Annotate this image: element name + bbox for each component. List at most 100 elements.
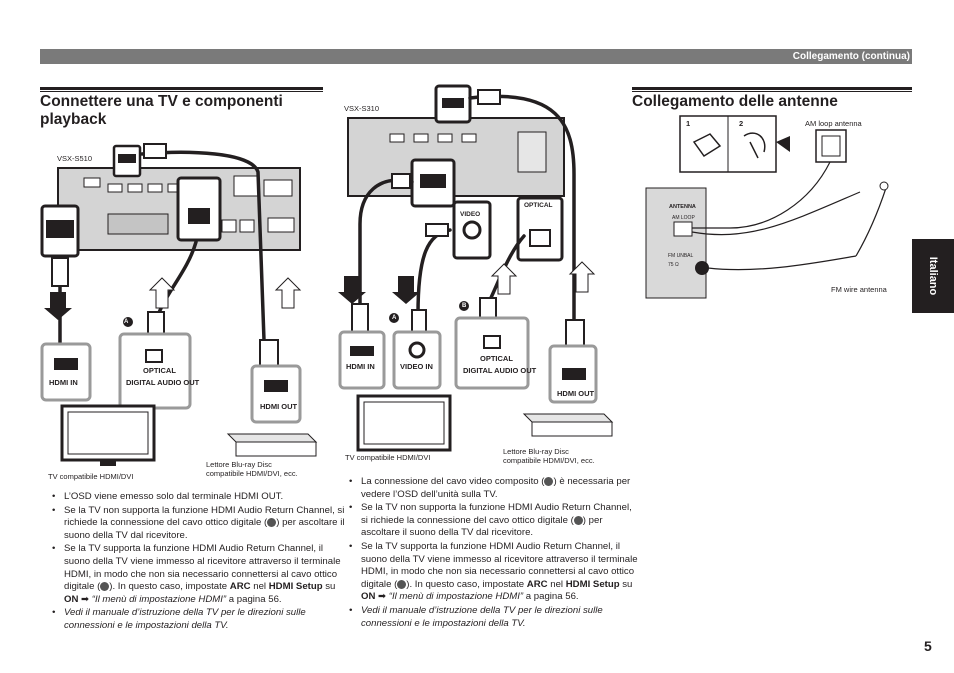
section-title-antenna: Collegamento delle antenne: [632, 93, 838, 110]
title-rule: [40, 87, 323, 90]
hdmi-jack-icon: [350, 346, 374, 356]
hdmi-out-jack-box: [250, 364, 302, 424]
note-text: La connessione del cavo video composito …: [361, 476, 545, 487]
hdmi-jack-icon: [54, 358, 78, 370]
caption-bd-line2: compatibile HDMI/DVI, ecc.: [503, 456, 595, 465]
note-text: nel: [250, 581, 269, 593]
note-text: Se la TV non supporta la funzione HDMI A…: [361, 502, 632, 526]
note-item: Se la TV supporta la funzione HDMI Audio…: [349, 540, 641, 604]
fm-terminal: [695, 261, 709, 275]
caption-tv: TV compatibile HDMI/DVI: [345, 453, 431, 462]
fm-wire-antenna-label: FM wire antenna: [831, 285, 887, 294]
optical-jack-icon: [483, 335, 501, 349]
hdmi-jack-icon: [562, 368, 586, 380]
note-text: Se la TV supporta la funzione HDMI Audio…: [361, 540, 638, 590]
hdmi-out-port-callout: [40, 204, 80, 258]
arrow-up-icon: [274, 277, 302, 309]
note-text: ) per ascoltare il suono della TV dal ri…: [64, 517, 345, 541]
optical-port-callout: [176, 176, 222, 242]
language-tab: Italiano: [912, 239, 954, 313]
hdmi-setup-setting: HDMI Setup: [565, 578, 620, 590]
caption-bd-line1: Lettore Blu-ray Disc: [503, 447, 569, 456]
arrow-up-icon: [568, 261, 596, 293]
marker-b-label: B: [462, 303, 467, 309]
section-title-tv-line1: Connettere una TV e componenti: [40, 93, 283, 110]
note-text: nel: [547, 578, 566, 590]
antenna-wires: [691, 161, 887, 271]
bluray-player-illustration: [522, 413, 614, 437]
am-antenna-assembly-icon: [692, 132, 766, 159]
video-in-label: VIDEO IN: [400, 362, 433, 371]
note-item: Se la TV supporta la funzione HDMI Audio…: [52, 543, 349, 606]
marker-a-label: A: [124, 319, 129, 325]
notes-left: L’OSD viene emesso solo dal terminale HD…: [46, 491, 349, 634]
header-bar: [40, 49, 912, 64]
am-loop-terminal: [673, 221, 693, 237]
hdmi-in-port-callout: [434, 84, 472, 124]
section-title-tv: Connettere una TV e componenti playback: [40, 93, 330, 129]
hdmi-jack-icon: [264, 380, 288, 392]
hdmi-menu-reference: “Il menù di impostazione HDMI”: [388, 591, 524, 603]
am-loop-antenna-icon: [815, 129, 847, 163]
hdmi-in-jack-box: [338, 330, 386, 390]
hdmi-plug: [51, 143, 279, 367]
marker-b-icon: [397, 579, 407, 589]
arc-setting: ARC: [229, 581, 251, 593]
note-item: La connessione del cavo video composito …: [349, 476, 641, 501]
panel-video-label: VIDEO: [460, 211, 481, 218]
optical-jack-box: [454, 316, 530, 390]
caption-bd: Lettore Blu-ray Disc compatibile HDMI/DV…: [206, 460, 298, 478]
step-1: 1: [686, 119, 691, 128]
caption-bd-line1: Lettore Blu-ray Disc: [206, 460, 272, 469]
hdmi-menu-reference: “Il menù di impostazione HDMI”: [91, 593, 227, 605]
model-label-s510: VSX-S510: [57, 154, 93, 163]
marker-a-icon: [100, 582, 110, 592]
note-text: ). In questo caso, impostate: [406, 578, 527, 590]
tv-illustration: [356, 394, 452, 452]
optical-label: OPTICAL: [143, 366, 176, 375]
note-text: su: [619, 578, 633, 590]
tv-illustration: [60, 404, 156, 466]
caption-bd: Lettore Blu-ray Disc compatibile HDMI/DV…: [503, 447, 595, 465]
note-text: Se la TV non supporta la funzione HDMI A…: [64, 504, 345, 529]
on-setting: ON: [64, 593, 79, 605]
note-text: Vedi il manuale d’istruzione della TV pe…: [64, 607, 306, 631]
model-label-s310: VSX-S310: [344, 104, 380, 113]
on-setting: ON: [361, 591, 376, 603]
marker-a: [123, 317, 133, 327]
marker-b: [459, 301, 469, 311]
panel-am-loop-label: AM LOOP: [672, 215, 695, 221]
caption-tv: TV compatibile HDMI/DVI: [48, 472, 134, 481]
hdmi-in-jack-box: [40, 342, 92, 402]
antenna-terminal-panel: [645, 187, 707, 299]
optical-label: OPTICAL: [480, 354, 513, 363]
marker-b-icon: [573, 515, 583, 525]
page-reference: a pagina 56.: [523, 591, 579, 603]
note-text: L’OSD viene emesso solo dal terminale HD…: [64, 491, 284, 502]
page-number: 5: [924, 638, 932, 654]
arc-setting: ARC: [526, 578, 548, 590]
language-label: Italiano: [927, 256, 939, 296]
section-title-tv-line2: playback: [40, 111, 107, 128]
marker-a: [389, 313, 399, 323]
step-2: 2: [739, 119, 744, 128]
note-text: ). In questo caso, impostate: [109, 581, 230, 593]
title-rule-thin: [40, 91, 323, 92]
hdmi-out-label: HDMI OUT: [557, 389, 595, 398]
digital-audio-out-label: DIGITAL AUDIO OUT: [463, 366, 537, 375]
hdmi-out-port-callout: [410, 158, 456, 208]
panel-optical-label: OPTICAL: [524, 202, 553, 209]
antenna-diagram: [645, 115, 889, 299]
note-text: ) è necessaria per vedere l’OSD dell’uni…: [361, 476, 631, 500]
note-item: Vedi il manuale d’istruzione della TV pe…: [52, 607, 349, 632]
note-text: Se la TV supporta la funzione HDMI Audio…: [64, 543, 341, 593]
arrow-up-icon: [148, 277, 176, 309]
hdmi-in-label: HDMI IN: [346, 362, 375, 371]
arrow-down-icon: [338, 276, 366, 304]
note-text: ) per ascoltare il suono della TV dal ri…: [361, 514, 603, 539]
note-item: Se la TV non supporta la funzione HDMI A…: [349, 502, 641, 540]
note-item: Vedi il manuale d’istruzione della TV pe…: [349, 605, 641, 630]
panel-fm-label: FM UNBAL 75 Ω: [668, 253, 694, 268]
marker-a-icon: [544, 476, 554, 486]
video-in-jack-box: [392, 330, 442, 390]
